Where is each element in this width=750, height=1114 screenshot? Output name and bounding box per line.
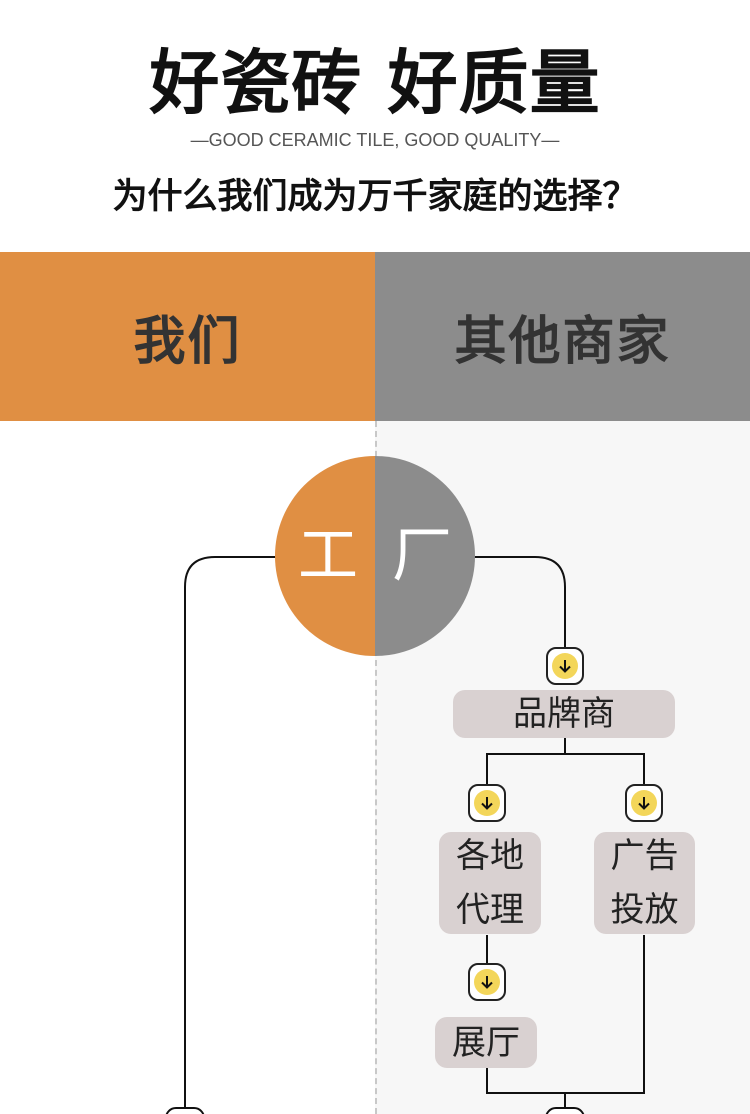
agents-line1: 各地: [456, 836, 524, 876]
arrow-down-icon: [468, 963, 506, 1001]
page-subtitle: —GOOD CERAMIC TILE, GOOD QUALITY—: [190, 130, 560, 150]
arrow-down-icon: [625, 784, 663, 822]
brand-box: 品牌商: [453, 690, 675, 738]
ads-line1: 广告: [610, 836, 679, 876]
page-question: 为什么我们成为万千家庭的选择？: [112, 177, 638, 217]
header: 好瓷砖 好质量 —GOOD CERAMIC TILE, GOOD QUALITY…: [0, 0, 750, 252]
arrow-down-icon: [546, 647, 584, 685]
others-header: 其他商家: [375, 252, 750, 421]
us-header: 我们: [0, 252, 375, 421]
agents-box: 各地 代理: [439, 832, 541, 934]
factory-char-right: 厂: [392, 521, 452, 591]
page-title: 好瓷砖 好质量: [149, 42, 601, 124]
factory-char-left: 工: [298, 521, 358, 591]
brand-label: 品牌商: [513, 694, 615, 734]
showroom-box: 展厅: [435, 1017, 537, 1068]
factory-circle: [275, 456, 475, 656]
center-divider: [375, 421, 377, 1114]
ads-line2: 投放: [610, 890, 679, 930]
ads-box: 广告 投放: [594, 832, 695, 934]
us-label: 我们: [133, 312, 242, 372]
arrow-down-icon: [468, 784, 506, 822]
showroom-label: 展厅: [452, 1022, 520, 1063]
agents-line2: 代理: [456, 890, 524, 930]
others-label: 其他商家: [454, 312, 671, 372]
